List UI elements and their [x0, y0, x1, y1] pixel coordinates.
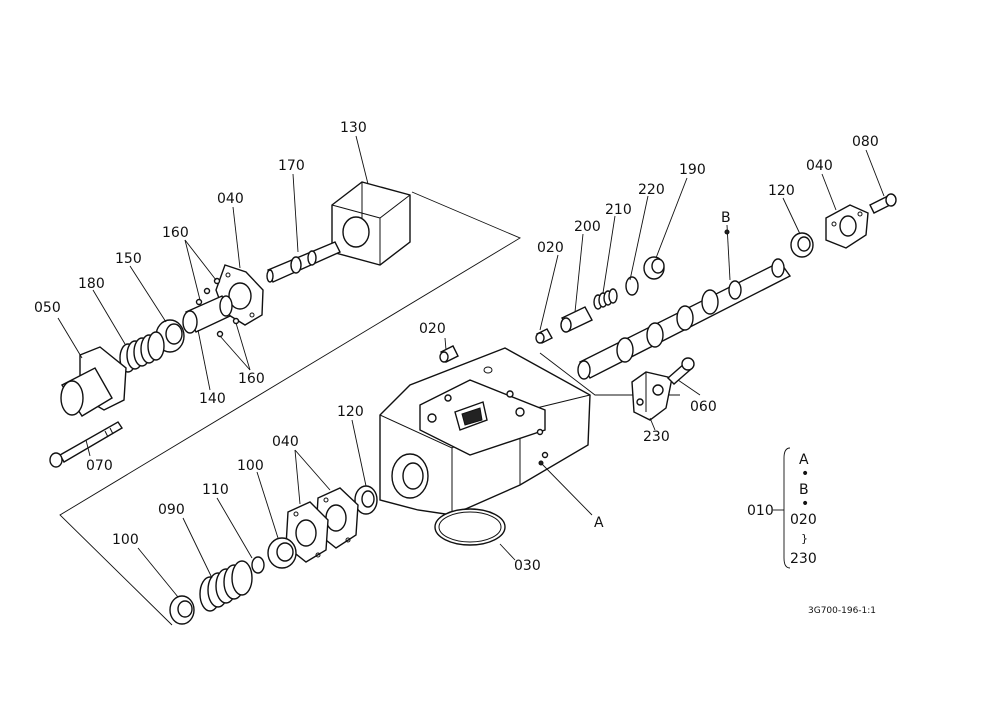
part-100-seat-upper	[267, 537, 297, 569]
legend-member: •	[801, 496, 809, 512]
callout-020: 020	[537, 240, 564, 256]
part-180-spring	[119, 331, 165, 373]
callout-120: 120	[768, 183, 795, 199]
callout-040: 040	[806, 158, 833, 174]
part-200-poppet	[560, 306, 593, 333]
part-050-cap	[60, 346, 127, 417]
callout-060: 060	[690, 399, 717, 415]
callout-080: 080	[852, 134, 879, 150]
part-170-shaft	[266, 241, 341, 283]
callout-100: 100	[237, 458, 264, 474]
legend-member: 230	[790, 551, 817, 567]
callout-210: 210	[605, 202, 632, 218]
legend-member: A	[799, 452, 809, 468]
callout-040: 040	[272, 434, 299, 450]
callout-labels: 130 170 040 160 150 180 050 140 160 070 …	[34, 120, 879, 574]
callout-140: 140	[199, 391, 226, 407]
legend-member: 020	[790, 512, 817, 528]
part-080-screw	[869, 193, 897, 214]
legend-member: •	[801, 466, 809, 482]
callout-130: 130	[340, 120, 367, 136]
callout-200: 200	[574, 219, 601, 235]
legend-member: }	[801, 532, 808, 545]
legend-member: B	[799, 482, 809, 498]
part-140-sleeve	[182, 295, 233, 334]
callout-020: 020	[419, 321, 446, 337]
callout-090: 090	[158, 502, 185, 518]
callout-070: 070	[86, 458, 113, 474]
part-040-gasket-right	[825, 204, 869, 249]
part-090-spring	[199, 560, 253, 612]
callout-230: 230	[643, 429, 670, 445]
callout-100: 100	[112, 532, 139, 548]
part-060-bolt	[666, 357, 695, 385]
callout-A: A	[594, 515, 604, 531]
part-030-oring	[434, 508, 506, 546]
spool-shaft	[577, 258, 792, 380]
part-120-washer-lower	[354, 485, 378, 515]
drawing-reference-code: 3G700-196-1:1	[808, 606, 876, 616]
callout-190: 190	[679, 162, 706, 178]
part-220-oring	[625, 276, 639, 296]
assembly-legend: 010 A • B • 020 } 230	[747, 447, 817, 569]
callout-150: 150	[115, 251, 142, 267]
callout-180: 180	[78, 276, 105, 292]
leader-lines	[57, 135, 885, 598]
part-100-seat-lower	[169, 595, 195, 625]
callout-160: 160	[162, 225, 189, 241]
callout-220: 220	[638, 182, 665, 198]
callout-040: 040	[217, 191, 244, 207]
part-020-plug-right	[535, 328, 553, 344]
part-070-long-bolt	[49, 421, 123, 468]
part-120-washer-upper	[790, 232, 814, 258]
part-020-plug-body	[439, 345, 459, 363]
part-110-ring	[251, 556, 265, 574]
callout-050: 050	[34, 300, 61, 316]
valve-body-housing	[379, 347, 591, 516]
callout-160: 160	[238, 371, 265, 387]
part-230-bracket	[631, 371, 673, 421]
callout-120: 120	[337, 404, 364, 420]
callout-170: 170	[278, 158, 305, 174]
callout-030: 030	[514, 558, 541, 574]
callout-110: 110	[202, 482, 229, 498]
part-190-seat	[643, 256, 665, 280]
part-130-block	[331, 181, 411, 266]
part-210-spring	[593, 288, 618, 310]
legend-parent: 010	[747, 503, 774, 519]
callout-B: B	[721, 210, 731, 226]
